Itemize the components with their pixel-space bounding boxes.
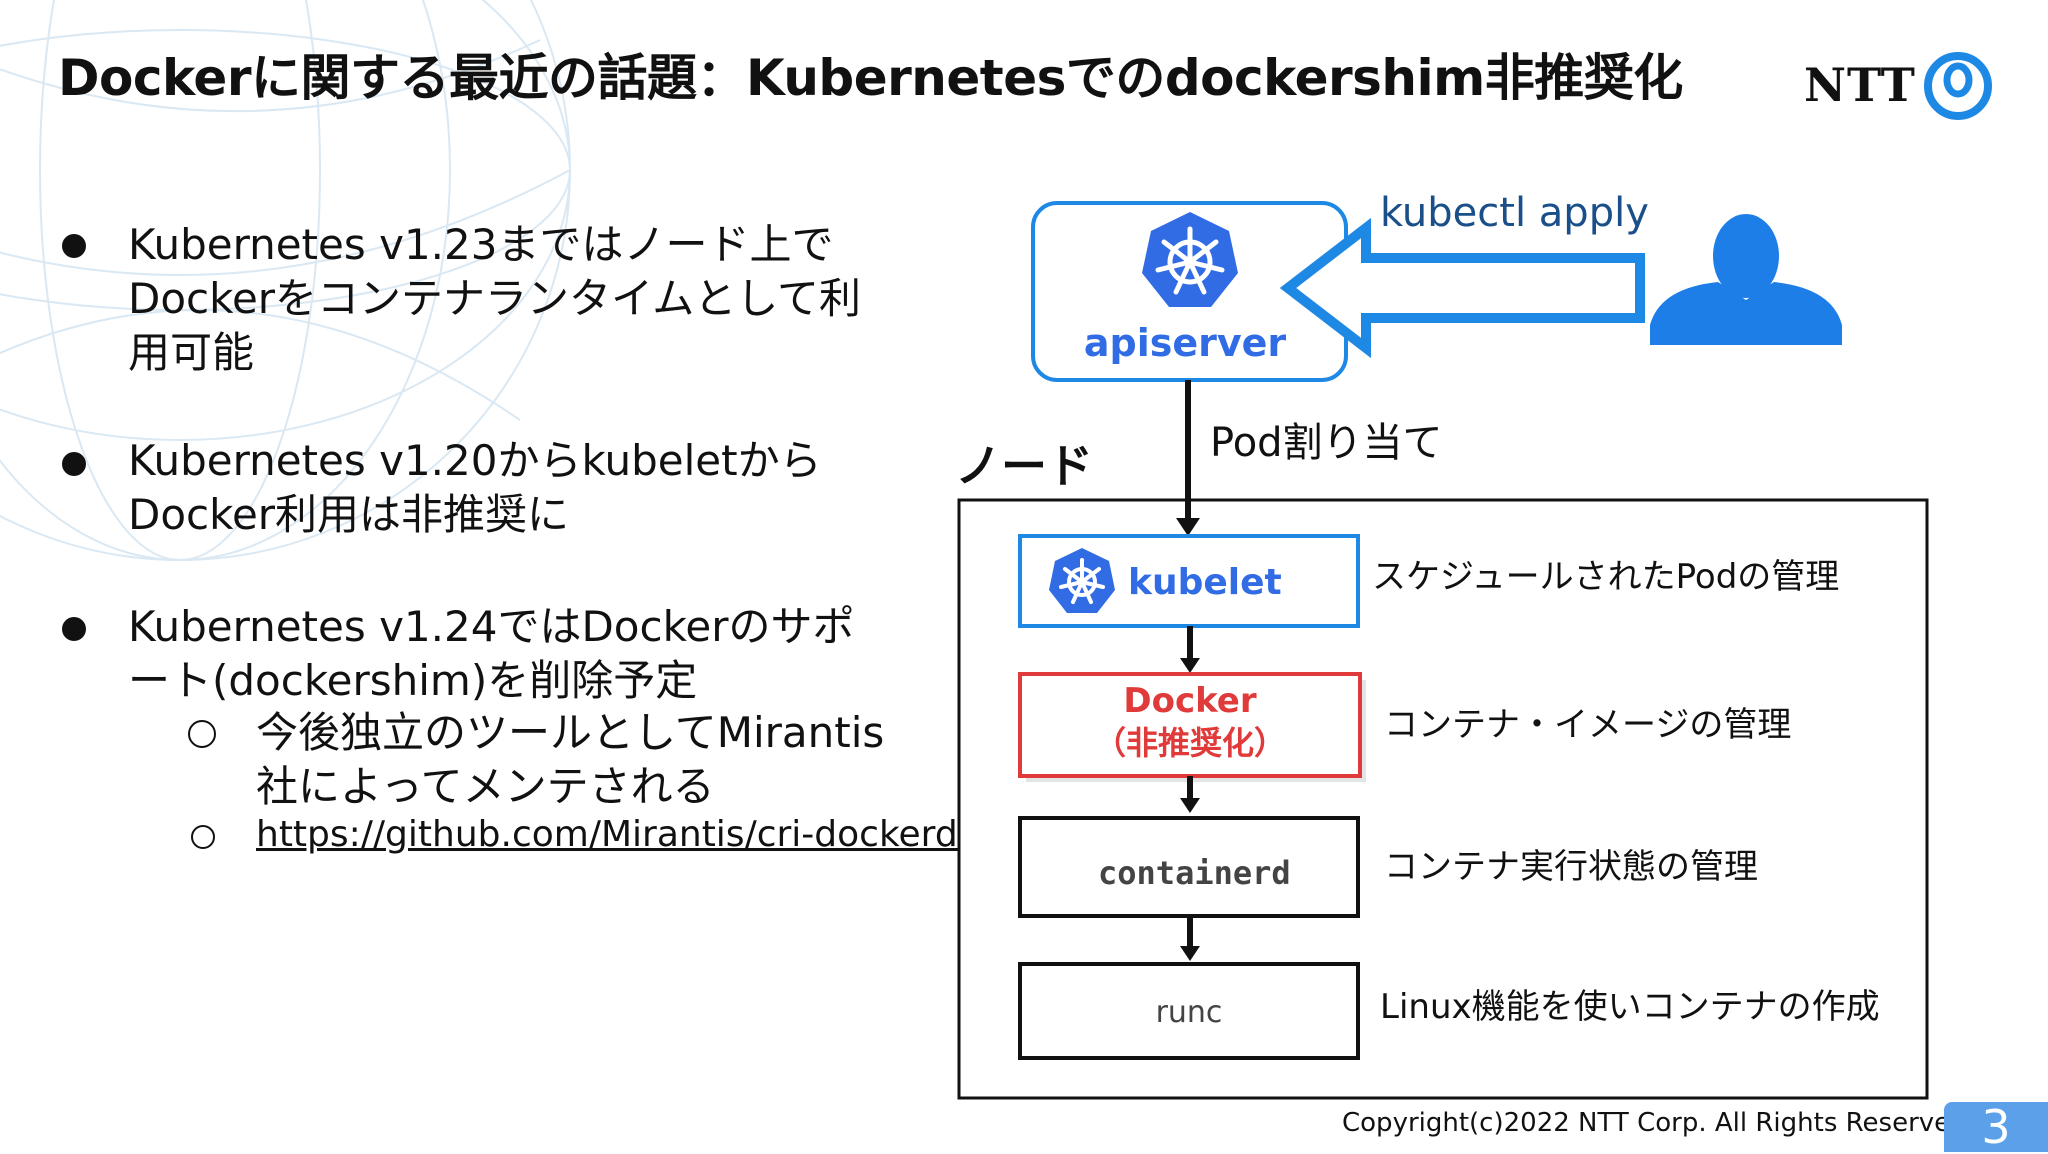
docker-label: Docker: [1123, 681, 1256, 721]
sub-bullet-item-1: 今後独立のツールとしてMirantis 社によってメンテされる: [256, 706, 884, 814]
containerd-desc: コンテナ実行状態の管理: [1384, 847, 1758, 887]
docker-box: [1018, 672, 1362, 778]
bullet-item-3: Kubernetes v1.24ではDockerのサポ ート(dockershi…: [128, 600, 855, 708]
runc-label: runc: [1156, 995, 1223, 1030]
containerd-label: containerd: [1098, 854, 1291, 892]
bullet-dot: [62, 617, 86, 641]
bullet-line: Kubernetes v1.20からkubeletから: [128, 436, 822, 485]
bullet-item-2: Kubernetes v1.20からkubeletから Docker利用は非推奨…: [128, 434, 822, 542]
sub-bullet-circle: [188, 720, 216, 748]
pod-assign-label: Pod割り当て: [1210, 420, 1443, 466]
bullet-line: 用可能: [128, 328, 255, 377]
ntt-logo-icon: [1924, 52, 1992, 120]
ntt-logo-text: NTT: [1804, 58, 1916, 112]
bullet-dot: [62, 452, 86, 476]
bullet-line: Dockerをコンテナランタイムとして利: [128, 274, 861, 323]
kubernetes-icon: [1142, 212, 1238, 307]
bullet-line: Docker利用は非推奨に: [128, 490, 570, 539]
bullet-line: 社によってメンテされる: [256, 762, 715, 811]
bullet-line: 今後独立のツールとしてMirantis: [256, 708, 885, 757]
globe-background-decoration: [0, 0, 571, 561]
kubelet-label: kubelet: [1128, 562, 1282, 603]
node-frame: [957, 498, 1929, 1100]
docker-deprecated-label: （非推奨化）: [1094, 724, 1286, 762]
kubectl-apply-arrow: [1279, 217, 1645, 359]
bullet-item-1: Kubernetes v1.23まではノード上で Dockerをコンテナランタイ…: [128, 218, 861, 380]
runc-box: [1018, 962, 1360, 1060]
apiserver-label: apiserver: [1084, 321, 1287, 365]
bullet-line: ート(dockershim)を削除予定: [128, 656, 698, 705]
docker-desc: コンテナ・イメージの管理: [1384, 705, 1791, 745]
bullet-line: Kubernetes v1.23まではノード上で: [128, 220, 834, 269]
page-number: 3: [1944, 1100, 2048, 1154]
bullet-line: Kubernetes v1.24ではDockerのサポ: [128, 602, 855, 651]
user-icon: [1650, 214, 1842, 345]
copyright-text: Copyright(c)2022 NTT Corp. All Rights Re…: [1342, 1108, 1975, 1138]
runc-desc: Linux機能を使いコンテナの作成: [1380, 987, 1880, 1027]
cri-dockerd-link[interactable]: https://github.com/Mirantis/cri-dockerd: [256, 814, 958, 855]
kubelet-desc: スケジュールされたPodの管理: [1372, 557, 1839, 597]
slide-title: Dockerに関する最近の話題：Kubernetesでのdockershim非推…: [58, 49, 1683, 107]
kubectl-apply-label: kubectl apply: [1380, 190, 1649, 236]
node-label: ノード: [955, 439, 1093, 493]
kubernetes-icon: [1049, 548, 1115, 613]
bullet-dot: [62, 234, 86, 258]
sub-bullet-circle: [191, 825, 215, 849]
